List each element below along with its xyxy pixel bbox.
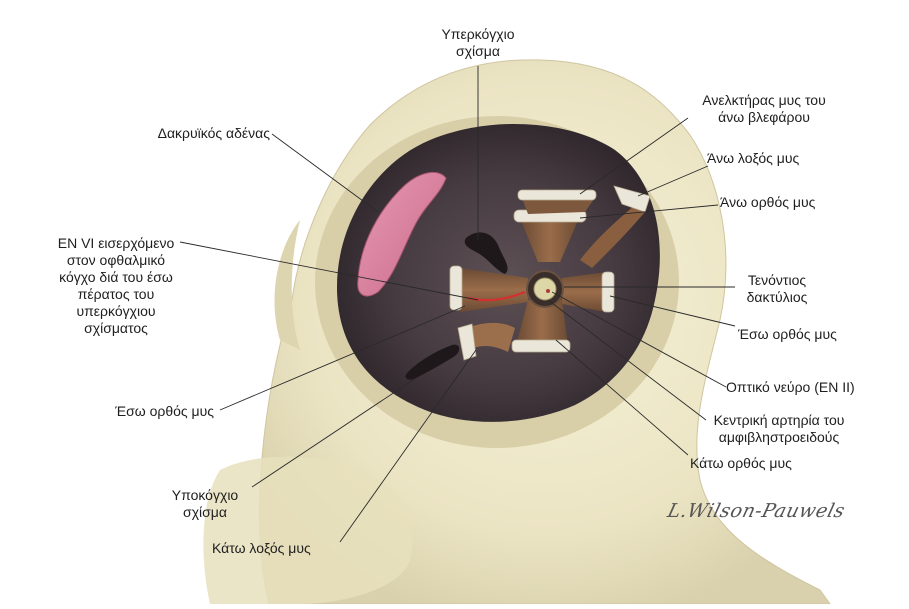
leader-inferior-rectus [555, 339, 689, 456]
label-superior-rectus: Άνω ορθός μυς [720, 194, 816, 210]
label-medial-rectus-left: Έσω ορθός μυς [115, 403, 214, 419]
leader-central-retinal-artery [547, 299, 707, 421]
inferior-orbital-fissure-shape [405, 344, 460, 380]
label-cn-vi: ΕΝ VI εισερχόμενο στον οφθαλμικό κόγχο δ… [57, 235, 175, 336]
inferior-rectus-tendon [511, 339, 571, 353]
leader-medial-rectus-right [609, 295, 736, 327]
inferior-rectus-muscle [516, 300, 568, 346]
artist-signature: L.Wilson-Pauwels [665, 500, 848, 522]
superior-oblique-muscle [580, 205, 645, 268]
medial-rectus-tendon [601, 271, 615, 313]
leader-inferior-oblique [339, 349, 477, 543]
inferior-oblique-tendon [457, 323, 477, 361]
leader-levator [579, 117, 689, 195]
label-medial-rectus-right: Έσω ορθός μυς [738, 326, 837, 342]
lateral-rectus-tendon [449, 265, 463, 311]
leader-cn-vi [179, 241, 479, 301]
label-central-retinal-artery: Κεντρική αρτηρία του αμφιβληστροειδούς [713, 412, 845, 445]
levator-tendon [517, 189, 597, 201]
central-retinal-artery-dot [546, 289, 550, 293]
leader-superior-rectus [579, 204, 719, 219]
label-inferior-oblique: Κάτω λοξός μυς [212, 540, 311, 556]
label-lacrimal-gland: Δακρυϊκός αδένας [157, 125, 270, 141]
inferior-oblique-muscle [462, 322, 515, 352]
optic-nerve-shape [533, 277, 557, 301]
leader-inferior-orbital-fissure [251, 377, 417, 488]
label-optic-nerve: Οπτικό νεύρο (ΕΝ ΙΙ) [726, 379, 855, 395]
cheek-bone [203, 456, 413, 604]
label-inferior-orbital-fissure: Υποκόγχιο σχίσμα [171, 487, 239, 520]
label-superior-orbital-fissure: Υπερκόγχιο σχίσμα [441, 26, 515, 59]
lacrimal-gland [357, 171, 447, 297]
nasal-bone [274, 220, 300, 350]
superior-rectus-muscle [520, 216, 580, 262]
label-superior-oblique: Άνω λοξός μυς [707, 150, 800, 166]
leader-optic-nerve [551, 291, 727, 388]
lateral-rectus-muscle [460, 268, 528, 312]
leader-lines [179, 66, 736, 543]
medial-rectus-muscle [562, 272, 606, 312]
label-inferior-rectus: Κάτω ορθός μυς [690, 455, 792, 471]
label-levator-palpebrae: Ανελκτήρας μυς του άνω βλεφάρου [702, 92, 826, 125]
leader-superior-oblique [637, 165, 709, 197]
label-tendinous-ring: Τενόντιος δακτύλιος [746, 272, 808, 305]
leader-medial-rectus-left [219, 305, 466, 411]
levator-muscle [522, 196, 596, 214]
superior-orbital-fissure-shape [464, 232, 508, 274]
leader-lacrimal-gland [271, 133, 379, 213]
